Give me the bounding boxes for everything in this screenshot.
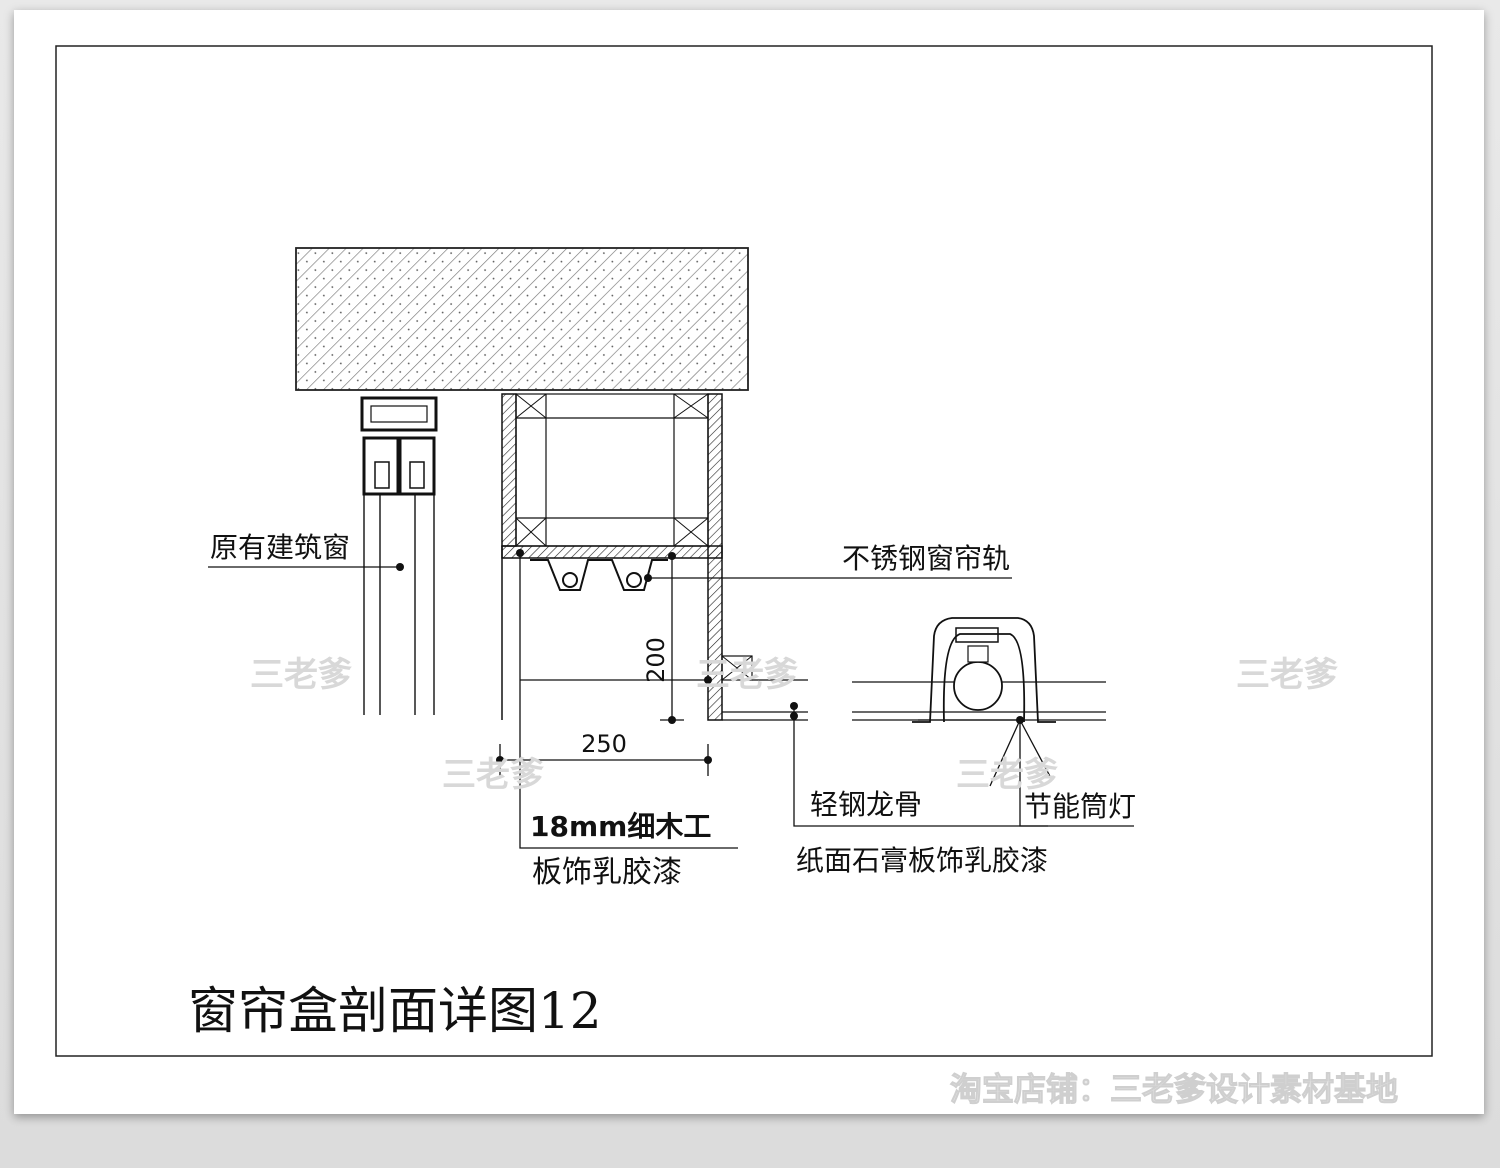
label-downlight: 节能筒灯: [1024, 790, 1136, 823]
label-gypsum-board: 纸面石膏板饰乳胶漆: [796, 844, 1048, 877]
leader-dots: [396, 549, 1024, 724]
label-light-steel-keel: 轻钢龙骨: [810, 788, 922, 821]
drawing-sheet: 200 250 原有建筑窗 不锈钢窗帘轨 18mm细木工 板饰乳胶漆 轻钢龙骨 …: [14, 10, 1484, 1114]
watermark-shop: 淘宝店铺：三老爹设计素材基地: [950, 1070, 1398, 1108]
drawing-title: 窗帘盒剖面详图12: [188, 982, 602, 1040]
leader-lines: [208, 556, 1134, 849]
label-curtain-rail: 不锈钢窗帘轨: [842, 542, 1010, 575]
label-joinery-board-line1: 18mm细木工: [530, 810, 711, 843]
drawing-frame: [55, 45, 1433, 1057]
existing-window: [360, 396, 438, 715]
dimension-height-text: 200: [642, 637, 670, 683]
watermark-stamp: 三老爹: [442, 755, 544, 795]
watermark-stamp: 三老爹: [250, 655, 352, 695]
section-drawing: 200 250 原有建筑窗 不锈钢窗帘轨 18mm细木工 板饰乳胶漆 轻钢龙骨 …: [55, 45, 1433, 1109]
label-joinery-board-line2: 板饰乳胶漆: [532, 855, 682, 890]
dimension-200: 200: [520, 552, 712, 724]
label-existing-window: 原有建筑窗: [210, 531, 350, 564]
dimension-width-text: 250: [581, 730, 627, 758]
curtain-box: [501, 393, 723, 721]
dimension-250: 250: [496, 730, 712, 776]
watermark-stamp: 三老爹: [1236, 655, 1338, 695]
watermarks: 三老爹 三老爹 三老爹 三老爹 三老爹 淘宝店铺：三老爹设计素材基地: [250, 655, 1399, 1109]
downlight: [912, 617, 1056, 723]
concrete-slab: [295, 247, 749, 391]
watermark-stamp: 三老爹: [956, 755, 1058, 795]
watermark-stamp: 三老爹: [696, 655, 798, 695]
